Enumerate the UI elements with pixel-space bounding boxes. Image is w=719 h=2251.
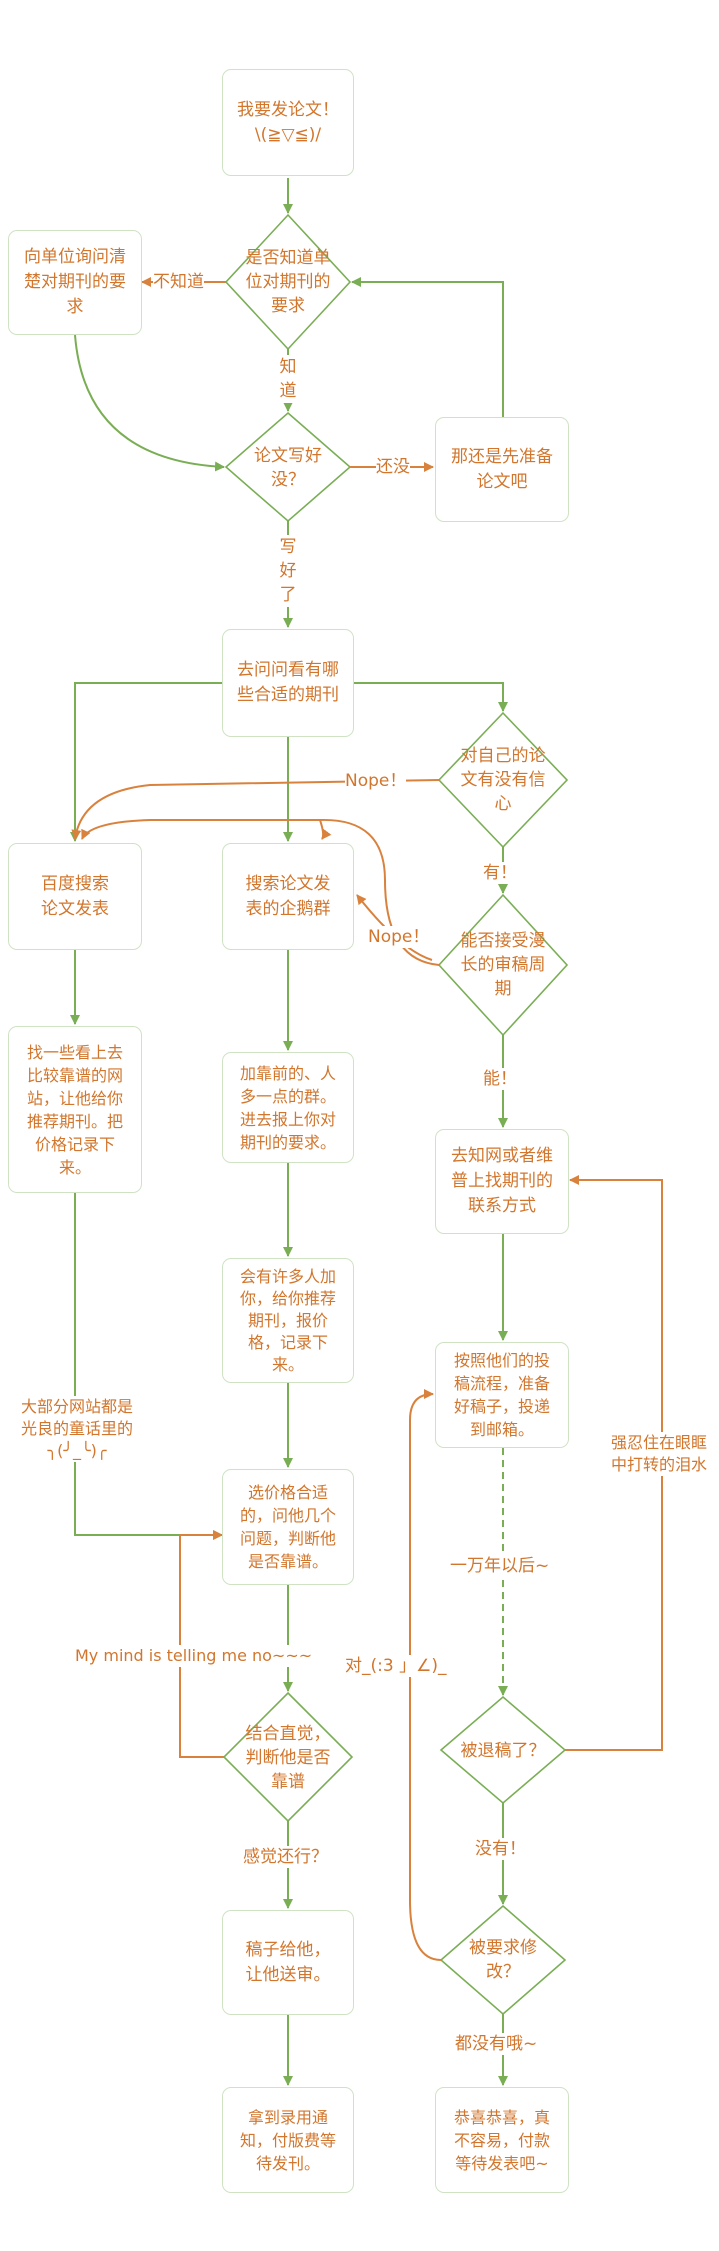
label-fairy-tale: 大部分网站都是 光良的童话里的 ╮(╯_╰)╭: [2, 1396, 152, 1462]
node-many-add: 会有许多人加 你，给你推荐 期刊，报价 格，记录下 来。: [222, 1258, 354, 1383]
node-congrats: 恭喜恭喜，真 不容易，付款 等待发表吧~: [435, 2087, 569, 2193]
arrow-sites-to-choose: [74, 1193, 223, 1540]
node-submit: 按照他们的投 稿流程，准备 好稿子，投递 到邮箱。: [435, 1342, 569, 1448]
arrow-askunit-to-ready: [74, 334, 225, 472]
label-not-yet: 还没: [376, 456, 410, 478]
label-yes: 有！: [483, 862, 517, 884]
arrow-nope1-to-baidu: [71, 779, 440, 840]
diamond-text-intuition: 结合直觉， 判断他是否 靠谱: [245, 1724, 331, 1792]
diamond-text-revise: 被要求修 改？: [469, 1938, 537, 1982]
node-ask-unit: 向单位询问清 楚对期刊的要 求: [8, 230, 142, 335]
node-choose-price: 选价格合适 的，问他几个 问题，判断他 是否靠谱。: [222, 1469, 354, 1585]
diamond-text-paper-ready: 论文写好 没？: [254, 446, 322, 490]
diamond-text-rejected: 被退稿了？: [460, 1741, 546, 1761]
label-no-reject: 没有！: [475, 1838, 526, 1860]
arrow-nope2-to-qq: [319, 819, 332, 840]
label-can: 能！: [483, 1068, 517, 1090]
node-find-contact: 去知网或者维 普上找期刊的 联系方式: [435, 1129, 569, 1234]
label-tears: 强忍住在眼眶 中打转的泪水: [600, 1432, 718, 1476]
diamond-text-know-req: 是否知道单 位对期刊的 要求: [245, 248, 331, 316]
diamond-text-confident: 对自己的论 文有没有信 心: [460, 746, 546, 814]
node-search-qq: 搜索论文发 表的企鹅群: [222, 843, 354, 950]
label-none-at-all: 都没有哦~: [455, 2033, 538, 2055]
node-join-groups: 加靠前的、人 多一点的群。 进去报上你对 期刊的要求。: [222, 1052, 354, 1163]
label-nope-1: Nope！: [345, 770, 407, 792]
arrow-ask-to-baidu: [70, 682, 222, 842]
node-find-sites: 找一些看上去 比较靠谱的网 站，让他给你 推荐期刊。把 价格记录下 来。: [8, 1026, 142, 1193]
node-give-paper: 稿子给他， 让他送审。: [222, 1910, 354, 2015]
node-baidu: 百度搜索 论文发表: [8, 843, 142, 950]
label-feels-ok: 感觉还行？: [243, 1846, 328, 1868]
label-ten-thousand: 一万年以后~: [450, 1555, 550, 1577]
diamond-text-accept-long: 能否接受漫 长的审稿周 期: [460, 931, 546, 999]
arrow-ask-to-confident: [354, 682, 508, 712]
label-nope-2: Nope！: [368, 926, 430, 948]
label-mind-no: My mind is telling me no~~~: [75, 1645, 313, 1667]
label-know: 知 道: [278, 355, 298, 403]
label-written: 写 好 了: [278, 535, 298, 607]
arrow-emoticon-to-submit: [409, 1389, 442, 1961]
node-accepted-fee: 拿到录用通 知，付版费等 待发刊。: [222, 2087, 354, 2193]
label-dont-know: 不知道: [153, 271, 204, 293]
arrow-prepare-to-know: [351, 277, 504, 417]
node-start: 我要发论文！ \(≧▽≦)/: [222, 69, 354, 176]
label-emoticon: 对_(:3 」∠)_: [345, 1655, 447, 1677]
node-ask-journals: 去问问看有哪 些合适的期刊: [222, 629, 354, 737]
node-prepare-paper: 那还是先准备 论文吧: [435, 417, 569, 522]
